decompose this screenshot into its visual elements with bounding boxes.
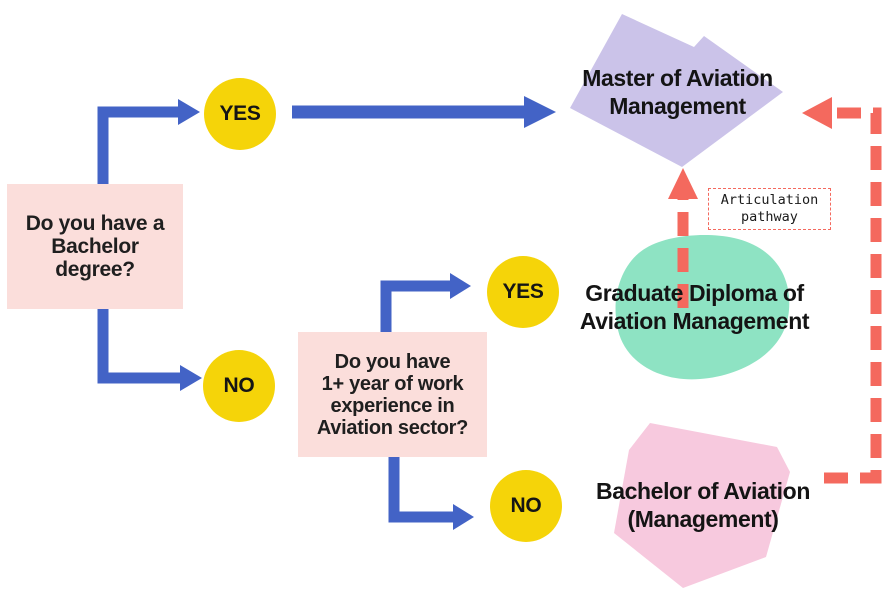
articulation-arrowhead-left xyxy=(802,97,832,129)
articulation-arrowhead-up xyxy=(668,168,698,199)
graduate-diploma-blob-shape xyxy=(615,235,790,380)
outcome-label-master-of-aviation-management: Master of Aviation Management xyxy=(582,65,773,119)
articulation-path-bachelor-to-master xyxy=(824,107,882,484)
arrowhead-to-master xyxy=(524,96,556,128)
bachelor-blob-shape xyxy=(614,423,790,588)
connector-q1-to-yes1 xyxy=(97,106,180,184)
master-blob-shape xyxy=(570,14,783,167)
articulation-pathway-label: Articulation pathway xyxy=(708,188,831,230)
decision-circle-no-2: NO xyxy=(490,470,562,542)
arrowhead-to-yes2 xyxy=(450,273,471,299)
arrowhead-to-no2 xyxy=(453,504,474,530)
connector-q1-to-no1 xyxy=(97,309,182,384)
question-box-work-experience: Do you have 1+ year of work experience i… xyxy=(298,332,487,457)
decision-circle-yes-2: YES xyxy=(487,256,559,328)
connector-q2-to-yes2 xyxy=(380,280,452,332)
outcome-label-bachelor-of-aviation: Bachelor of Aviation (Management) xyxy=(596,478,810,532)
decision-circle-no-1: NO xyxy=(203,350,275,422)
arrowhead-to-yes1 xyxy=(178,99,200,125)
decision-circle-yes-1: YES xyxy=(204,78,276,150)
arrowhead-to-no1 xyxy=(180,365,202,391)
outcome-label-graduate-diploma: Graduate Diploma of Aviation Management xyxy=(579,280,810,334)
connector-q2-to-no2 xyxy=(388,457,455,523)
question-box-bachelor-degree: Do you have a Bachelor degree? xyxy=(7,184,183,309)
